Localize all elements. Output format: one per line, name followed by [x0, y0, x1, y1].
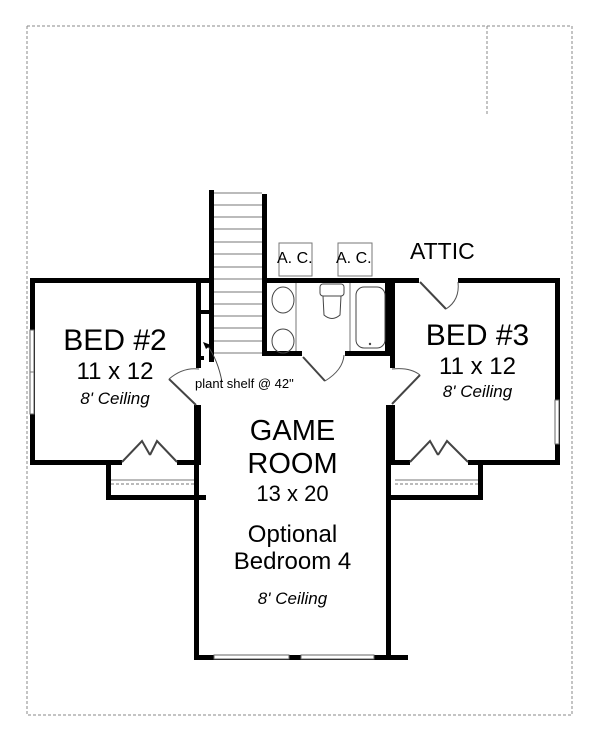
game-room-window-left [213, 654, 290, 660]
bed3-walls [385, 278, 560, 500]
bed2-name: BED #2 [63, 324, 167, 357]
bed3-dimensions: 11 x 12 [439, 353, 516, 380]
bed3-closet-bifold-door [409, 439, 469, 463]
attic-label: ATTIC [410, 238, 475, 264]
dashed-boundary [26, 25, 573, 716]
sink-icon [271, 286, 295, 314]
toilet-bowl-icon [322, 295, 342, 319]
bed2-dimensions: 11 x 12 [76, 358, 154, 385]
attic-access-door [419, 281, 447, 310]
game-room-window-right [300, 654, 375, 660]
stairs [209, 190, 267, 362]
toilet-tank-icon [319, 283, 345, 297]
bath-door [302, 356, 326, 382]
plant-shelf-leader [206, 344, 223, 383]
roof-outline-path [27, 25, 488, 116]
game-room-dimensions: 13 x 20 [256, 481, 329, 506]
bed3-entry-door [391, 374, 421, 405]
ac-unit-left [278, 242, 313, 277]
bed3-window [554, 399, 560, 445]
bathtub-icon [355, 286, 386, 349]
bed2-entry-door [168, 378, 197, 406]
game-room-alt-use-line2: Bedroom 4 [233, 548, 352, 575]
ac-unit-right [337, 242, 373, 277]
game-room-ceiling: 8' Ceiling [257, 589, 328, 608]
bed2-ceiling: 8' Ceiling [80, 389, 150, 408]
sink-icon [271, 328, 295, 354]
bed3-name: BED #3 [425, 319, 530, 352]
ac-unit-right-label: A. C. [336, 250, 372, 267]
bath-fixtures [271, 283, 386, 354]
game-room-label-group: GAME ROOM 13 x 20 Optional Bedroom 4 8' … [199, 415, 386, 609]
bed3-ceiling: 8' Ceiling [442, 382, 513, 401]
ac-unit-left-label: A. C. [277, 250, 313, 267]
bed2-closet-bifold-door [121, 439, 178, 463]
bed2-label-group: BED #2 11 x 12 8' Ceiling [36, 325, 194, 409]
game-room-name-line2: ROOM [247, 448, 338, 480]
plant-shelf-label: plant shelf @ 42" [195, 376, 294, 391]
bath-walls [262, 278, 395, 356]
game-room-alt-use-line1: Optional [247, 521, 338, 548]
bed3-label-group: BED #3 11 x 12 8' Ceiling [395, 320, 560, 402]
game-room-name-line1: GAME [249, 415, 336, 447]
